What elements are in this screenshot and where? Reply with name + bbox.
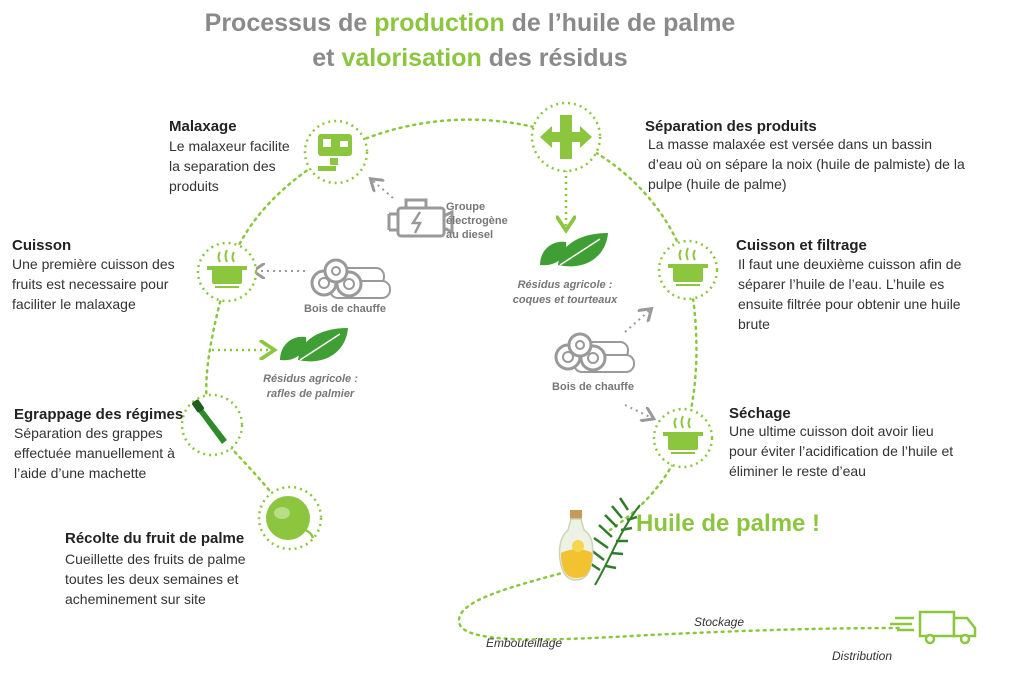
step-title-cuisson-filtrage: Cuisson et filtrage [736, 237, 867, 254]
step-text-cuisson: Une première cuisson des fruits est nece… [12, 256, 175, 312]
step-text-egrappage: Séparation des grappes effectuée manuell… [14, 425, 175, 481]
step-text-cuisson-filtrage: Il faut une deuxième cuisson afin de sép… [738, 256, 962, 332]
machete-icon [180, 393, 244, 457]
title-line-1: Processus de production de l’huile de pa… [204, 9, 736, 37]
cooking-pot-filter-icon [657, 239, 719, 301]
label-bois-de-chauffe-1: Bois de chauffe [304, 303, 386, 315]
title-line-2: et valorisation des résidus [312, 44, 628, 72]
step-text-malaxage: Le malaxeur facilite la separation des p… [169, 138, 290, 194]
result-huile-de-palme: Huile de palme ! [636, 510, 821, 537]
label-embouteillage: Embouteillage [486, 636, 563, 650]
step-title-separation: Séparation des produits [645, 118, 817, 135]
input-arrow-bois2-up [624, 310, 650, 333]
step-title-recolte: Récolte du fruit de palme [65, 530, 245, 547]
step-title-cuisson: Cuisson [12, 237, 72, 254]
distribution-path [457, 566, 902, 641]
engine-icon [387, 198, 454, 238]
step-title-egrappage: Egrappage des régimes [14, 406, 184, 423]
drying-pot-icon [652, 407, 714, 469]
step-text-recolte: Cueillette des fruits de palme toutes le… [65, 551, 246, 607]
label-residus-coques: Résidus agricole : coques et tourteaux [512, 279, 618, 306]
leaf-icon-coques [540, 233, 608, 267]
malaxer-icon [303, 119, 369, 185]
label-distribution: Distribution [832, 649, 893, 663]
leaf-icon-rafles [280, 328, 348, 362]
label-bois-de-chauffe-2: Bois de chauffe [552, 381, 634, 393]
label-stockage: Stockage [694, 615, 745, 629]
palm-fruit-icon [257, 485, 323, 551]
input-arrow-groupe [372, 180, 394, 199]
step-text-sechage: Une ultime cuisson doit avoir lieu pour … [729, 423, 954, 479]
step-title-sechage: Séchage [729, 405, 791, 422]
step-title-malaxage: Malaxage [169, 118, 237, 135]
label-groupe-electrogene: Groupe électrogène au diesel [446, 201, 508, 241]
separation-arrows-icon [530, 101, 602, 173]
cooking-pot-icon [196, 241, 258, 303]
label-residus-rafles: Résidus agricole : rafles de palmier [263, 373, 358, 400]
palm-oil-bottle-icon [558, 497, 641, 586]
step-text-separation: La masse malaxée est versée dans un bass… [648, 136, 965, 192]
firewood-icon [310, 258, 391, 299]
firewood-icon-2 [554, 332, 635, 373]
input-arrow-bois2-down [624, 404, 652, 418]
delivery-truck-icon [890, 610, 977, 645]
